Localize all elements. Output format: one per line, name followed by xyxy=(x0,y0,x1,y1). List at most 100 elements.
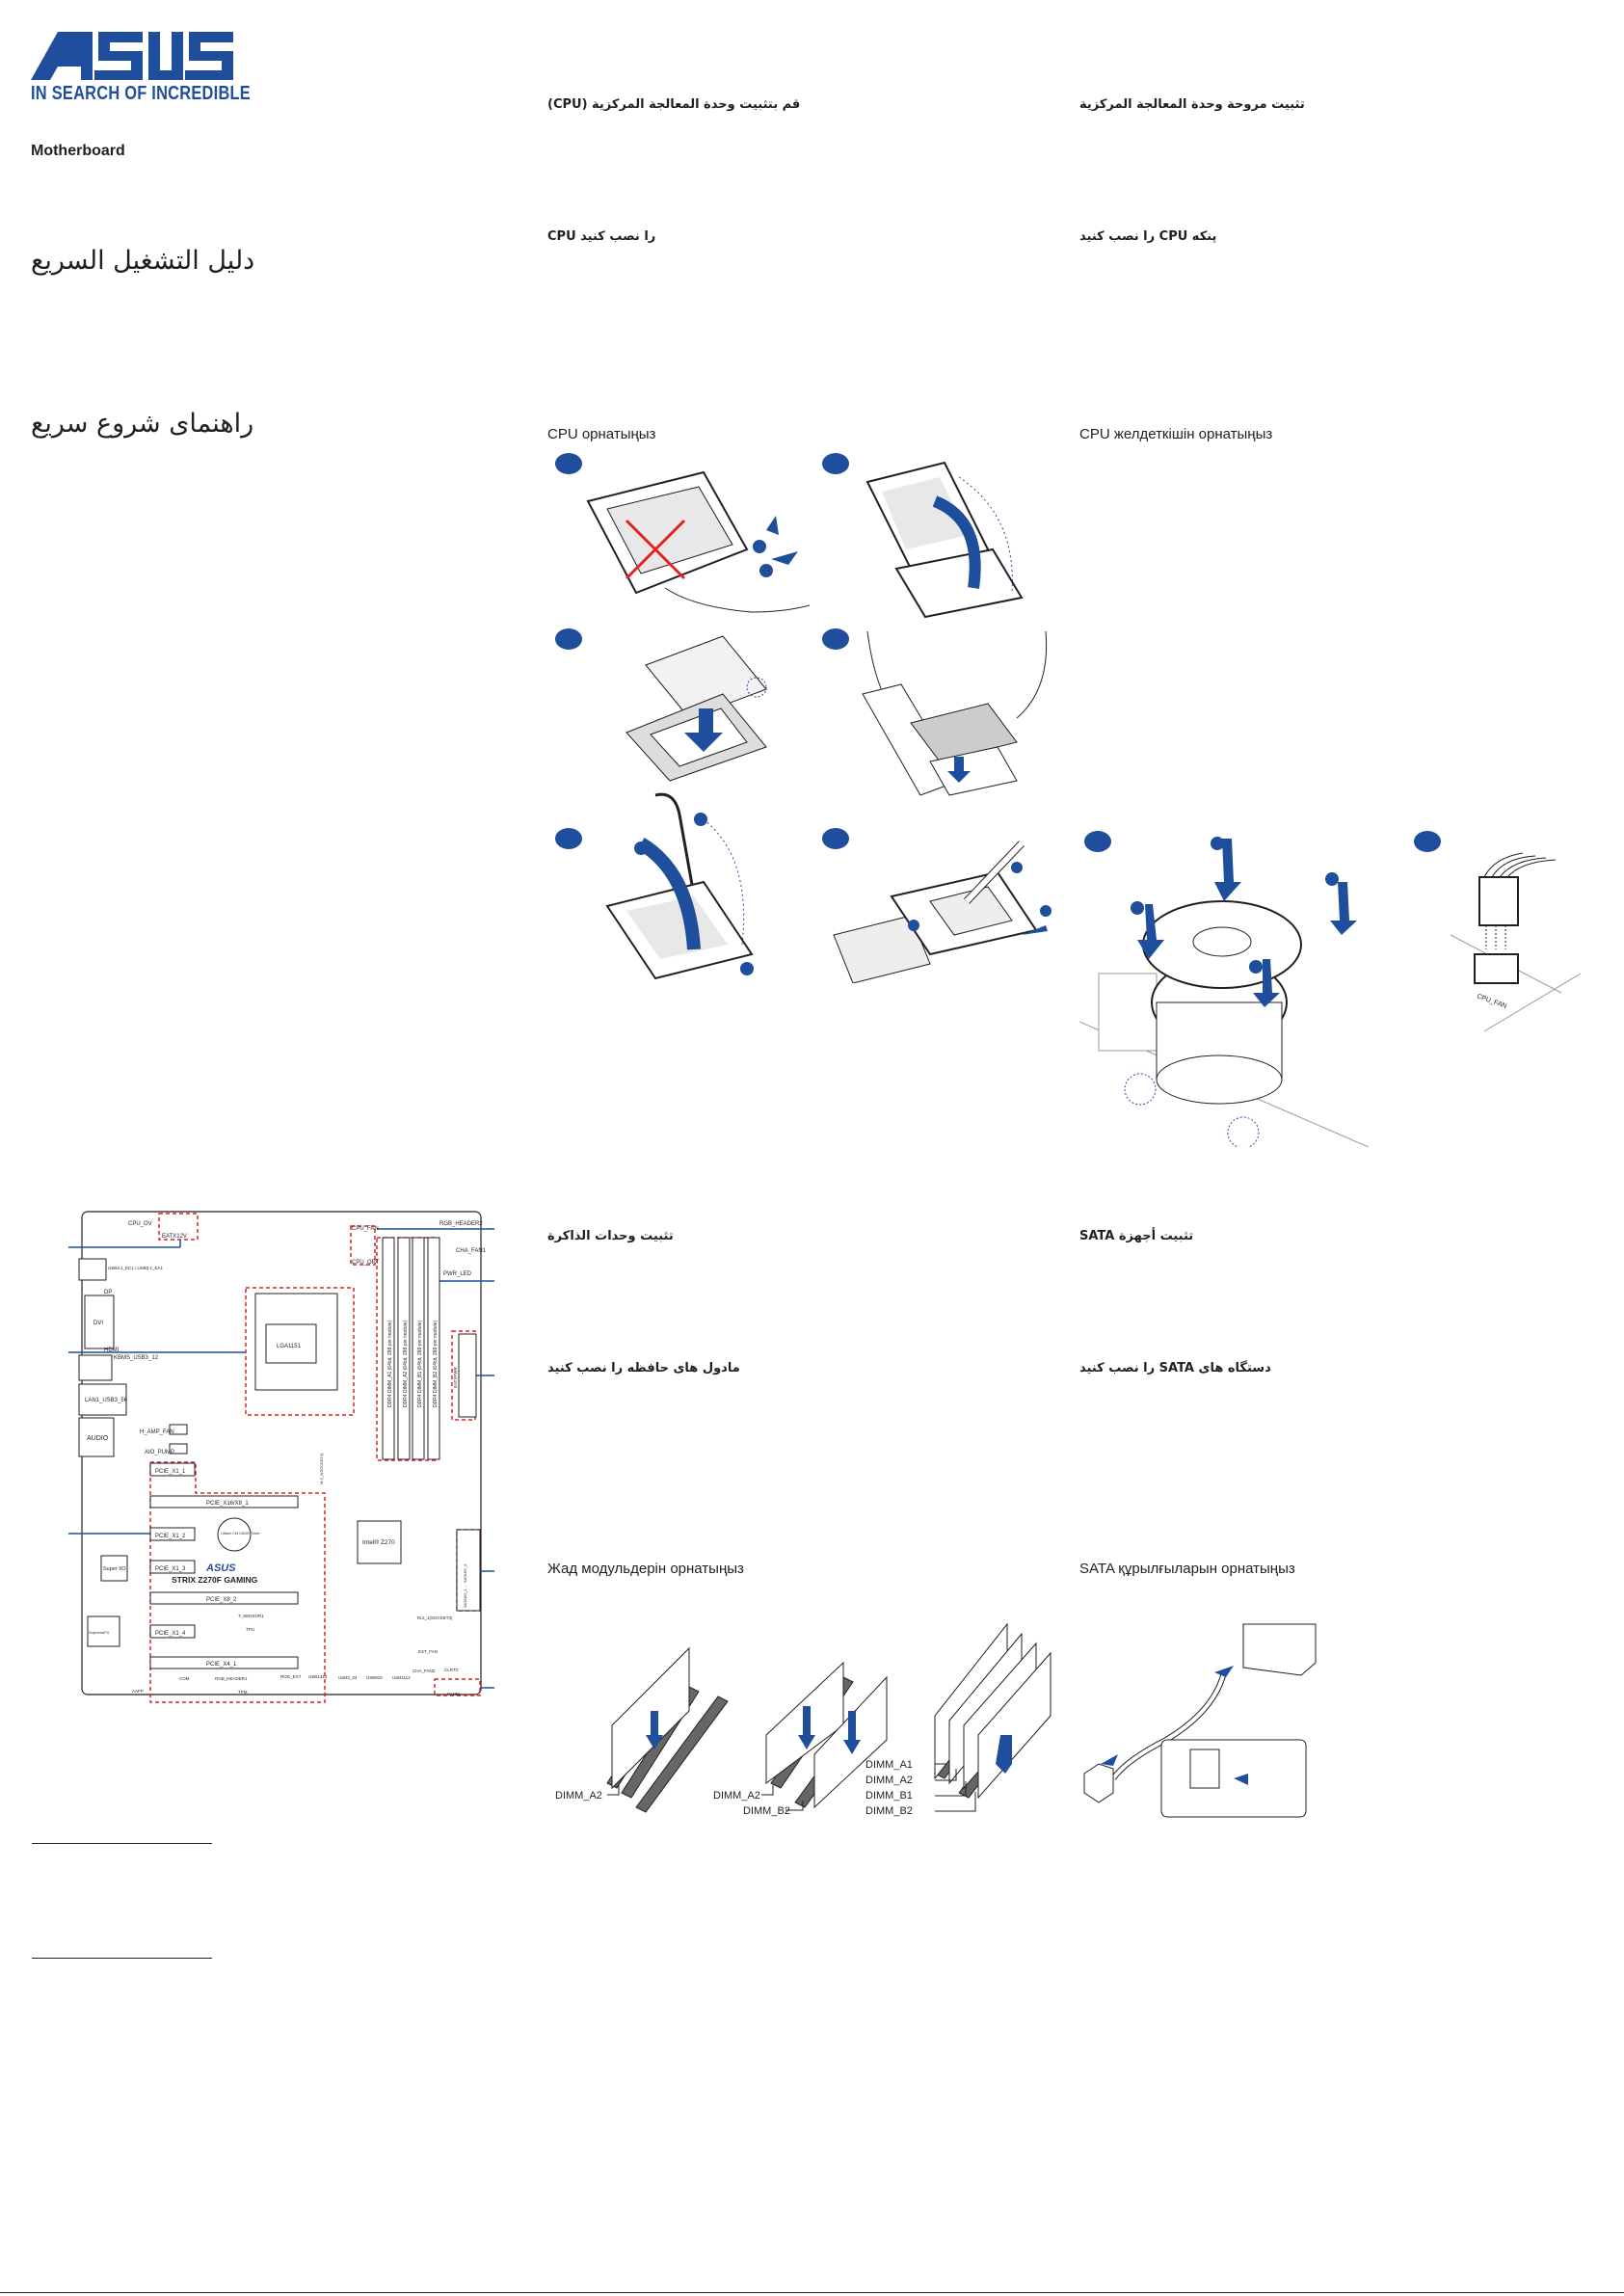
heading-cooler-kk: CPU желдеткішін орнатыңыз xyxy=(1079,426,1273,442)
label-pcie-x1-2: PCIE_X1_2 xyxy=(155,1534,186,1539)
label-pcie-x1-4: PCIE_X1_4 xyxy=(155,1631,186,1637)
heading-cooler-ar: تثبيت مروحة وحدة المعالجة المركزية xyxy=(1079,97,1305,112)
heading-memory-fa: مادول های حافظه را نصب کنید xyxy=(547,1361,740,1375)
label-pcie-x4-1: PCIE_X4_1 xyxy=(206,1662,237,1668)
label-tpm: TPM xyxy=(238,1690,248,1695)
label-h-amp-fan: H_AMP_FAN xyxy=(140,1429,174,1435)
label-rgb-header1: RGB_HEADER1 xyxy=(215,1676,248,1681)
heading-cpu-fa: CPU را نصب کنید xyxy=(547,229,656,244)
label-aio-pump: AIO_PUMP xyxy=(145,1450,174,1455)
label-cha-fan2: CHA_FAN2 xyxy=(413,1669,436,1673)
label-com: COM xyxy=(179,1676,190,1681)
step-marker xyxy=(822,453,849,474)
dimm-label: DIMM_B2 xyxy=(865,1805,913,1817)
label-socket: LGA1151 xyxy=(277,1344,302,1349)
dimm-label: DIMM_A2 xyxy=(713,1790,760,1802)
heading-memory-kk: Жад модульдерін орнатыңыз xyxy=(547,1561,744,1577)
board-logo: ASUS xyxy=(205,1562,236,1574)
label-usb910: USB910 xyxy=(366,1675,383,1680)
label-pcie-x1-3: PCIE_X1_3 xyxy=(155,1566,186,1572)
label-dimm-a1: DDR4 DIMM_A1 (64bit, 288-pin module) xyxy=(387,1321,393,1407)
title-persian: راهنمای شروع سریع xyxy=(31,409,254,439)
label-super-io: Super I/O xyxy=(103,1566,126,1572)
step-marker xyxy=(822,628,849,650)
label-kbms: KBMS_USB3_12 xyxy=(114,1355,159,1361)
page-bottom-border xyxy=(0,2292,1624,2293)
cpu-step1-illustration xyxy=(586,470,810,613)
label-aafp: AAFP xyxy=(132,1689,144,1694)
label-cha-fan1: CHA_FAN1 xyxy=(456,1248,487,1254)
label-tpu: TPU xyxy=(246,1627,254,1632)
label-dimm-b1: DDR4 DIMM_B1 (64bit, 288-pin module) xyxy=(417,1321,423,1407)
label-cpu-ov: CPU_OV xyxy=(128,1221,152,1227)
label-dimm-a2: DDR4 DIMM_A2 (64bit, 288-pin module) xyxy=(403,1321,409,1407)
label-rgb-header2: RGB_HEADER2 xyxy=(439,1221,483,1227)
step-marker xyxy=(555,628,582,650)
label-cpu-opt: CPU_OPT xyxy=(352,1260,380,1266)
label-chipset: Intel® Z270 xyxy=(362,1538,395,1546)
label-t-sensor: T_SENSOR1 xyxy=(238,1614,264,1618)
label-dp: DP xyxy=(104,1290,112,1295)
label-supremefx: SupremeFX xyxy=(89,1630,110,1635)
heading-memory-ar: تثبيت وحدات الذاكرة xyxy=(547,1229,674,1243)
cpu-step2-illustration xyxy=(865,461,1024,619)
label-usb1314: USB1314 xyxy=(308,1674,328,1679)
board-model-name: STRIX Z270F GAMING xyxy=(172,1575,258,1585)
motherboard-layout-diagram: EATX12V CPU_OV CPU_FAN CPU_OPT RGB_HEADE… xyxy=(68,1211,494,1703)
cpu-step6-illustration xyxy=(833,841,1052,983)
heading-cpu-ar: قم بتثبيت وحدة المعالجة المركزية (CPU) xyxy=(547,97,801,112)
label-hdmi: HDMI xyxy=(104,1348,120,1353)
label-pcie-x8-2: PCIE_X8_2 xyxy=(206,1597,237,1603)
fan-connector-illustration: CPU_FAN xyxy=(1450,852,1582,1032)
label-m2-1: M.2_1(SOCKET3) xyxy=(417,1615,453,1620)
dimm-label: DIMM_B1 xyxy=(865,1790,913,1802)
dimm-label: DIMM_A2 xyxy=(865,1775,913,1786)
label-pwr-led: PWR_LED xyxy=(443,1271,472,1277)
label-audio: AUDIO xyxy=(87,1435,109,1442)
label-clrtc: CLRTC xyxy=(444,1668,460,1672)
heading-cooler-fa: پنکه CPU را نصب کنید xyxy=(1079,229,1217,244)
cpu-step4-illustration xyxy=(862,630,1048,796)
dimm-label: DIMM_A2 xyxy=(555,1790,602,1802)
label-eatx12v: EATX12V xyxy=(162,1234,187,1240)
divider-line xyxy=(32,1843,212,1844)
label-pcie-x16: PCIE_X16/X8_1 xyxy=(206,1501,249,1507)
dimm-label: DIMM_B2 xyxy=(743,1805,790,1817)
heading-sata-ar: تثبيت أجهزة SATA xyxy=(1079,1229,1194,1243)
step-marker xyxy=(1414,831,1441,852)
label-ext-fan: EXT_FAN xyxy=(418,1649,438,1654)
asus-logo xyxy=(31,32,233,80)
label-rog-ext: ROG_EXT xyxy=(280,1674,302,1679)
heading-sata-kk: SATA құрылғыларын орнатыңыз xyxy=(1079,1561,1295,1577)
label-m2-2: M.2_2(SOCKET3) xyxy=(319,1453,324,1484)
memory-install-illustration: DIMM_A2 DIMM_A2 DIMM_B2 DIMM_A1 DIMM_A2 … xyxy=(555,1622,1052,1817)
label-lan: LAN1_USB3_56 xyxy=(85,1398,128,1403)
label-pcie-x1-1: PCIE_X1_1 xyxy=(155,1469,186,1475)
cpu-step5-illustration xyxy=(605,792,754,980)
product-type: Motherboard xyxy=(31,143,125,159)
label-battery: Lithium Cell CMOS Power xyxy=(221,1532,260,1535)
cpu-cooler-illustration xyxy=(1079,837,1369,1147)
label-cpu-fan: CPU_FAN xyxy=(352,1226,379,1232)
step-marker xyxy=(555,828,582,849)
step-marker xyxy=(822,828,849,849)
step-marker xyxy=(555,453,582,474)
label-panel: PANEL xyxy=(447,1692,462,1696)
label-sata: SATA6G_1 … SATA6G_6 xyxy=(463,1563,467,1608)
heading-sata-fa: دستگاه های SATA را نصب کنید xyxy=(1079,1361,1271,1375)
cpu-fan-header-label: CPU_FAN xyxy=(1476,993,1507,1010)
label-dvi: DVI xyxy=(93,1321,103,1326)
label-usb31: USB3.1_EC1 / USB3.1_EA1 xyxy=(108,1266,164,1270)
step-marker xyxy=(1084,831,1111,852)
cpu-step3-illustration xyxy=(626,635,767,782)
label-dimm-b2: DDR4 DIMM_B2 (64bit, 288-pin module) xyxy=(433,1321,439,1407)
label-eatxpwr: EATXPWR xyxy=(453,1366,458,1388)
sata-install-illustration xyxy=(1083,1623,1317,1818)
heading-cpu-kk: CPU орнатыңыз xyxy=(547,426,656,442)
label-usb1112: USB1112 xyxy=(392,1675,411,1680)
label-usb3-34: USB3_34 xyxy=(338,1675,358,1680)
divider-line xyxy=(32,1958,212,1959)
title-arabic: دليل التشغيل السريع xyxy=(31,246,255,276)
dimm-label: DIMM_A1 xyxy=(865,1759,913,1771)
brand-tagline: IN SEARCH OF INCREDIBLE xyxy=(31,83,251,104)
